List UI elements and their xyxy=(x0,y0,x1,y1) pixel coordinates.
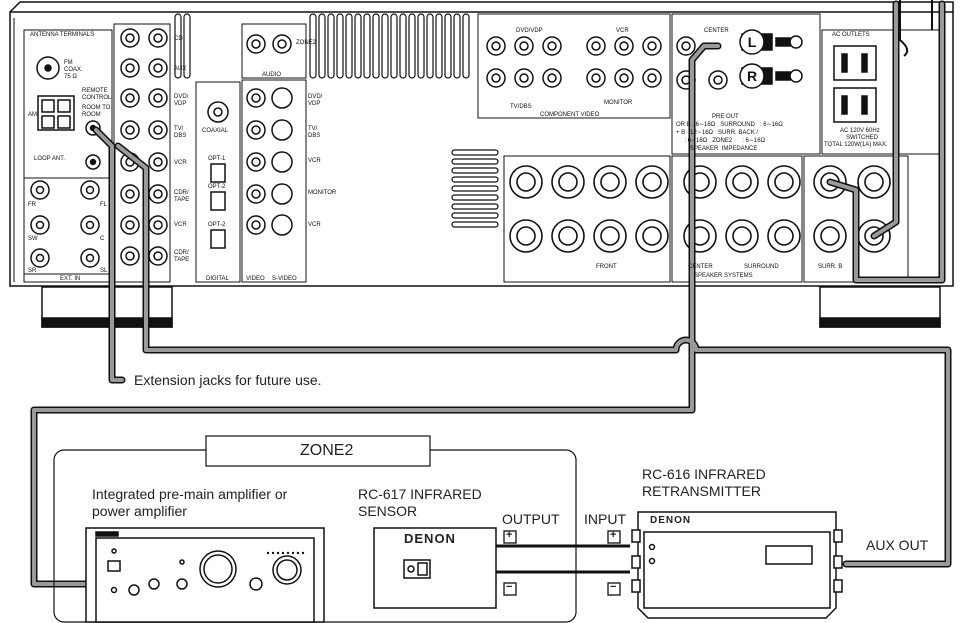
audio-output-vcr: VCR xyxy=(174,222,187,228)
retransmitter-label-line2: RETRANSMITTER xyxy=(642,483,761,499)
retransmitter-input-plus-terminal xyxy=(607,530,621,544)
ac-spec-1: AC 120V 60Hz xyxy=(840,128,880,134)
component-video-label: COMPONENT VIDEO xyxy=(540,112,600,118)
coax-label: COAX. xyxy=(64,67,83,73)
ext-in-fl: FL xyxy=(100,202,108,208)
retransmitter-input-minus-terminal xyxy=(607,582,621,596)
fm-label: FM xyxy=(64,60,73,66)
svg-text:L: L xyxy=(748,34,757,50)
sensor-plus-sign: + xyxy=(506,529,513,541)
control-label: CONTROL xyxy=(82,95,112,101)
ac-spec-3: TOTAL 120W(1A) MAX. xyxy=(824,142,888,148)
ext-in-jacks xyxy=(30,180,100,268)
opt1-label: OPT-1 xyxy=(208,156,226,162)
surround-speaker-label: SURROUND xyxy=(744,264,779,270)
amplifier-label-line2: power amplifier xyxy=(92,503,187,519)
audio-input-vcr: VCR xyxy=(174,160,187,166)
component-monitor-label: MONITOR xyxy=(604,100,633,106)
sensor-label-line2: SENSOR xyxy=(358,503,418,519)
receiver-rear-panel xyxy=(9,0,954,328)
input-label: INPUT xyxy=(584,511,626,527)
remote-label: REMOTE xyxy=(82,88,108,94)
audio-input-dvd: DVD/ VDP xyxy=(174,94,189,107)
audio-input-aux: AUX xyxy=(174,66,187,72)
video-input-vcr: VCR xyxy=(308,158,321,164)
amplifier xyxy=(85,527,325,623)
svg-text:R: R xyxy=(747,68,757,84)
opt2-out-label: OPT-2 xyxy=(208,222,226,228)
center-speaker-label: CENTER xyxy=(688,264,713,270)
ext-in-sw: SW xyxy=(28,236,38,242)
connection-cables-inner xyxy=(32,2,950,586)
extension-jacks-note: Extension jacks for future use. xyxy=(134,372,322,388)
retransmitter-minus-sign: − xyxy=(610,581,617,593)
ext-in-sr: SR xyxy=(28,268,37,274)
impedance-text-2: + B :12∼16Ω SURR. BACK / xyxy=(676,130,759,136)
pre-out-label: PRE OUT xyxy=(712,114,739,120)
loop-ant-label: LOOP ANT. xyxy=(34,156,65,162)
s-video-label: S-VIDEO xyxy=(272,276,297,282)
antenna-terminals-label: ANTENNA TERMINALS xyxy=(30,32,95,38)
zone2-title: ZONE2 xyxy=(300,442,354,459)
ac-outlets-label: AC OUTLETS xyxy=(832,32,870,38)
video-input-tv: TV/ DBS xyxy=(308,126,321,139)
room-label: ROOM xyxy=(82,112,101,118)
sensor-brand-logo: DENON xyxy=(404,531,456,546)
zone2-audio-out-label: ZONE2 xyxy=(296,40,317,46)
room-to-label: ROOM TO xyxy=(82,105,111,111)
ac-spec-2: SWITCHED xyxy=(846,135,878,141)
audio-input-cdr: CDR/ TAPE xyxy=(174,190,190,203)
component-tv-label: TV/DBS xyxy=(510,104,532,110)
component-video-jacks xyxy=(486,36,662,88)
component-dvd-label: DVD/VDP xyxy=(516,28,543,34)
ext-in-fr: FR xyxy=(28,202,36,208)
speaker-terminals xyxy=(509,165,891,253)
video-jacks xyxy=(246,87,293,236)
video-output-monitor: MONITOR xyxy=(308,190,337,196)
am-label: AM xyxy=(28,112,37,118)
zone2-rca-plugs: L R xyxy=(739,29,803,89)
amplifier-label-line1: Integrated pre-main amplifier or xyxy=(92,486,288,502)
ir-wires xyxy=(496,544,630,574)
coaxial-label: COAXIAL xyxy=(202,128,229,134)
audio-output-cdr: CDR/ TAPE xyxy=(174,250,190,263)
video-output-vcr: VCR xyxy=(308,222,321,228)
sensor-label-line1: RC-617 INFRARED xyxy=(358,486,482,502)
zone2-title-box xyxy=(205,435,431,467)
sensor-output-minus-terminal xyxy=(503,582,517,596)
audio-label: AUDIO xyxy=(262,72,282,78)
center-preout-label: CENTER xyxy=(704,28,729,34)
component-vcr-label: VCR xyxy=(616,28,629,34)
retransmitter-brand-logo: DENON xyxy=(650,515,692,526)
sensor-output-plus-terminal xyxy=(503,530,517,544)
ext-in-c: C xyxy=(100,236,105,242)
front-label: FRONT xyxy=(596,264,617,270)
video-input-dvd: DVD/ VDP xyxy=(308,94,323,107)
impedance-text-3: : 6∼16Ω ZONE2 : 6∼16Ω xyxy=(676,138,766,144)
surr-back-label: SURR. B xyxy=(818,264,843,270)
rc616-retransmitter xyxy=(631,511,843,619)
ext-in-sl: SL xyxy=(100,268,108,274)
audio-input-cd: CD xyxy=(174,36,183,42)
audio-input-tv: TV/ DBS xyxy=(174,126,187,139)
speaker-impedance-label: SPEAKER IMPEDANCE xyxy=(690,146,758,152)
aux-out-label: AUX OUT xyxy=(866,537,929,553)
impedance-text-1: OR B : 6∼16Ω SURROUND : 6∼16Ω xyxy=(676,122,783,128)
rc617-sensor xyxy=(373,527,497,609)
speaker-systems-label: SPEAKER SYSTEMS xyxy=(694,273,753,279)
video-label: VIDEO xyxy=(246,276,265,282)
ext-in-label: EXT. IN xyxy=(60,276,81,282)
output-label: OUTPUT xyxy=(502,511,560,527)
digital-label: DIGITAL xyxy=(206,276,229,282)
retransmitter-plus-sign: + xyxy=(610,529,617,541)
sensor-minus-sign: − xyxy=(506,581,513,593)
retransmitter-label-line1: RC-616 INFRARED xyxy=(642,466,766,482)
opt2-label: OPT-2 xyxy=(208,184,226,190)
ohm-label: 75 Ω xyxy=(64,74,77,80)
